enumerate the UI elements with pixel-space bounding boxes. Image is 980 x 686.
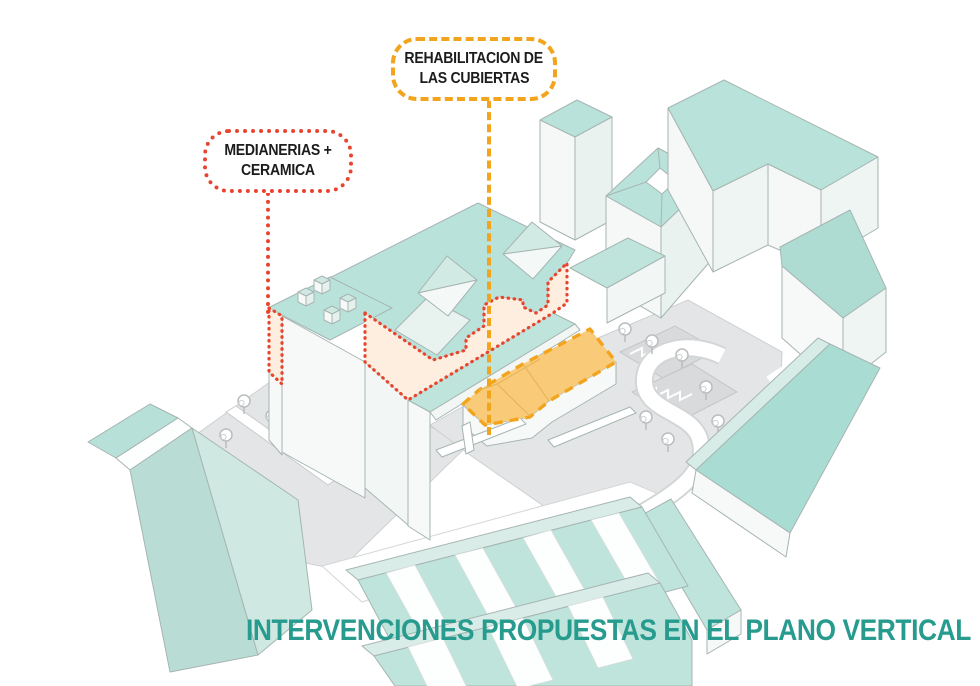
context-building-southwest <box>87 403 313 673</box>
roof-label-line2: LAS CUBIERTAS <box>419 70 529 87</box>
diagram-caption: INTERVENCIONES PROPUESTAS EN EL PLANO VE… <box>246 614 971 647</box>
label-medianerias-ceramica: MEDIANERIAS + CERAMICA <box>203 129 353 193</box>
roof-label-leader-line <box>487 100 491 435</box>
chimney-blocks <box>297 275 357 325</box>
label-rehabilitacion-cubiertas: REHABILITACION DE LAS CUBIERTAS <box>391 37 557 101</box>
warehouse-row-2 <box>361 572 693 686</box>
highlighted-roof <box>461 327 618 427</box>
main-building-complex <box>267 202 666 541</box>
context-building-east <box>639 337 881 655</box>
roof-label-line1: REHABILITACION DE <box>404 50 544 68</box>
wall-label-line2: CERAMICA <box>241 162 315 179</box>
highlighted-walls <box>267 261 569 402</box>
wall-label-line1: MEDIANERIAS + <box>224 142 332 160</box>
wall-label-leader-line <box>266 192 270 314</box>
